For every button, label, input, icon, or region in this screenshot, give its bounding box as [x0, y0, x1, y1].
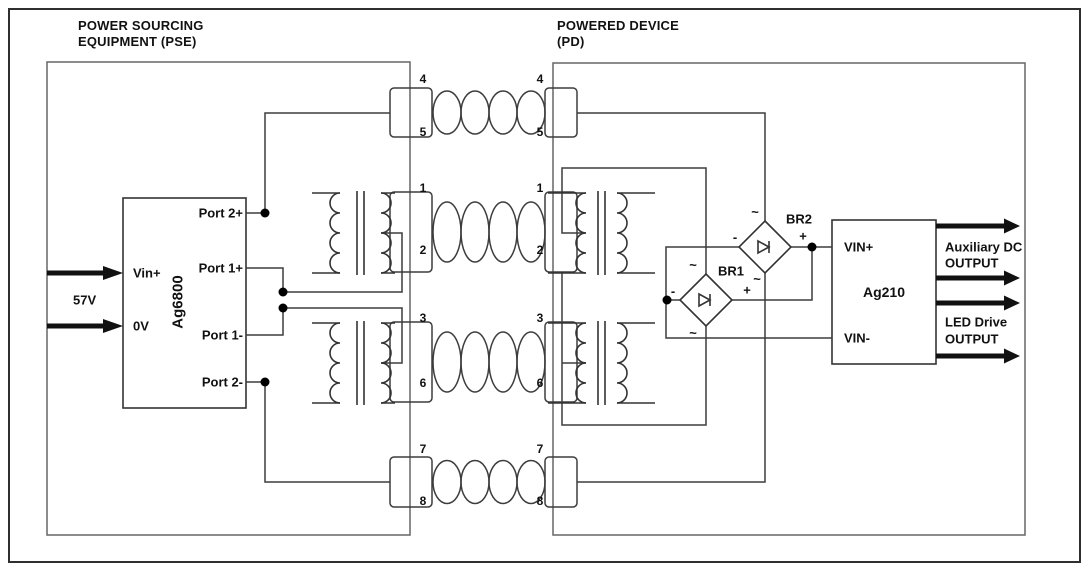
wire-pair45-to-br2-top [577, 112, 766, 221]
cable-pair-45 [389, 87, 578, 138]
gnd-pin-label: 0V [133, 318, 149, 334]
led-output-label-line2: OUTPUT [945, 331, 999, 347]
pin-number: 5 [419, 125, 427, 139]
br1-ac-bottom-symbol: ~ [689, 325, 697, 341]
junction-dot [807, 242, 817, 252]
br1-label: BR1 [717, 263, 745, 279]
wire-pair78-to-br2-bottom [577, 273, 766, 483]
pin-number: 4 [536, 72, 544, 86]
pin-number: 1 [419, 181, 427, 195]
ag210-box [831, 219, 937, 365]
pd-box [552, 62, 1026, 536]
wire-br1-plus-rail [732, 247, 813, 301]
pin-number: 6 [536, 376, 544, 390]
wire-port2minus-to-pair78 [246, 381, 390, 483]
diode-icon [757, 239, 771, 255]
pse-box [46, 61, 411, 536]
output-arrow-icon-3 [936, 295, 1020, 311]
br1-minus-symbol: - [670, 283, 676, 299]
junction-dot [278, 303, 288, 313]
output-arrow-icon-2 [936, 270, 1020, 286]
input-voltage-label: 57V [73, 292, 97, 308]
cable-pairs [389, 87, 578, 508]
br2-label: BR2 [785, 211, 813, 227]
br2-minus-symbol: - [732, 229, 738, 245]
junction-dots [260, 208, 817, 387]
diode-icon [698, 292, 712, 308]
port2-plus-label: Port 2+ [198, 205, 243, 221]
pd-header-line1: POWERED DEVICE [557, 18, 679, 33]
wires [246, 112, 832, 483]
outer-border [8, 8, 1081, 563]
br1-plus-symbol: + [743, 282, 751, 298]
pse-header-line1: POWER SOURCING [78, 18, 204, 33]
flow-arrows [47, 218, 1020, 364]
wire-port1plus-to-ct12 [246, 232, 403, 293]
pin-number: 2 [419, 243, 427, 257]
pse-header-line2: EQUIPMENT (PSE) [78, 34, 197, 49]
output-arrow-icon-1 [936, 218, 1020, 234]
aux-output-label-line2: OUTPUT [945, 255, 999, 271]
cable-pair-36 [389, 321, 578, 403]
transformers [312, 191, 655, 405]
aux-output-label-line1: Auxiliary DC [945, 239, 1023, 255]
pin-number: 4 [419, 72, 427, 86]
ag210-chip-label: Ag210 [862, 284, 906, 300]
junction-dot [260, 208, 270, 218]
transformer-pd-pair12 [548, 191, 655, 275]
wire-ct12-to-br1-top [561, 167, 707, 274]
bridge-br1 [678, 272, 734, 328]
pin-number: 2 [536, 243, 544, 257]
wire-minus-rail-to-vinminus [665, 246, 832, 339]
ag6800-box [122, 197, 247, 409]
vin-plus-label: VIN+ [844, 239, 874, 255]
vin-minus-label: VIN- [844, 330, 870, 346]
pd-header-line2: (PD) [557, 34, 585, 49]
bridge-rectifiers [678, 219, 793, 328]
vin-input-arrow-icon [47, 266, 123, 280]
vin-plus-pin-label: Vin+ [133, 265, 161, 281]
junction-dot [662, 295, 672, 305]
wire-to-br1-bottom [561, 273, 707, 426]
pin-number: 7 [536, 442, 544, 456]
section-frames [46, 61, 1026, 536]
br1-ac-top-symbol: ~ [689, 257, 697, 273]
wire-port1minus-to-ct36 [246, 307, 403, 364]
bridge-br2 [737, 219, 793, 275]
br2-ac-top-symbol: ~ [751, 204, 759, 220]
pin-number: 3 [536, 311, 544, 325]
transformer-pse-pair36 [312, 321, 395, 405]
br2-ac-bottom-symbol: ~ [753, 271, 761, 287]
cable-pair-12 [389, 191, 578, 273]
wire-port2plus-to-pair45 [246, 112, 390, 214]
ag6800-chip-label: Ag6800 [169, 275, 187, 329]
output-arrow-icon-4 [936, 348, 1020, 364]
pin-number: 1 [536, 181, 544, 195]
port1-plus-label: Port 1+ [198, 260, 243, 276]
gnd-input-arrow-icon [47, 319, 123, 333]
pin-number: 3 [419, 311, 427, 325]
br2-plus-symbol: + [799, 228, 807, 244]
pin-number: 7 [419, 442, 427, 456]
junction-dot [260, 377, 270, 387]
led-output-label-line1: LED Drive [945, 314, 1008, 330]
cable-pair-78 [389, 456, 578, 508]
chip-boxes [122, 197, 937, 409]
transformer-pd-pair36 [548, 321, 655, 405]
pin-number: 8 [419, 494, 427, 508]
junction-dot [278, 287, 288, 297]
pin-number: 5 [536, 125, 544, 139]
transformer-pse-pair12 [312, 191, 395, 275]
pin-number: 8 [536, 494, 544, 508]
port2-minus-label: Port 2- [201, 374, 243, 390]
port1-minus-label: Port 1- [201, 327, 243, 343]
pin-number: 6 [419, 376, 427, 390]
